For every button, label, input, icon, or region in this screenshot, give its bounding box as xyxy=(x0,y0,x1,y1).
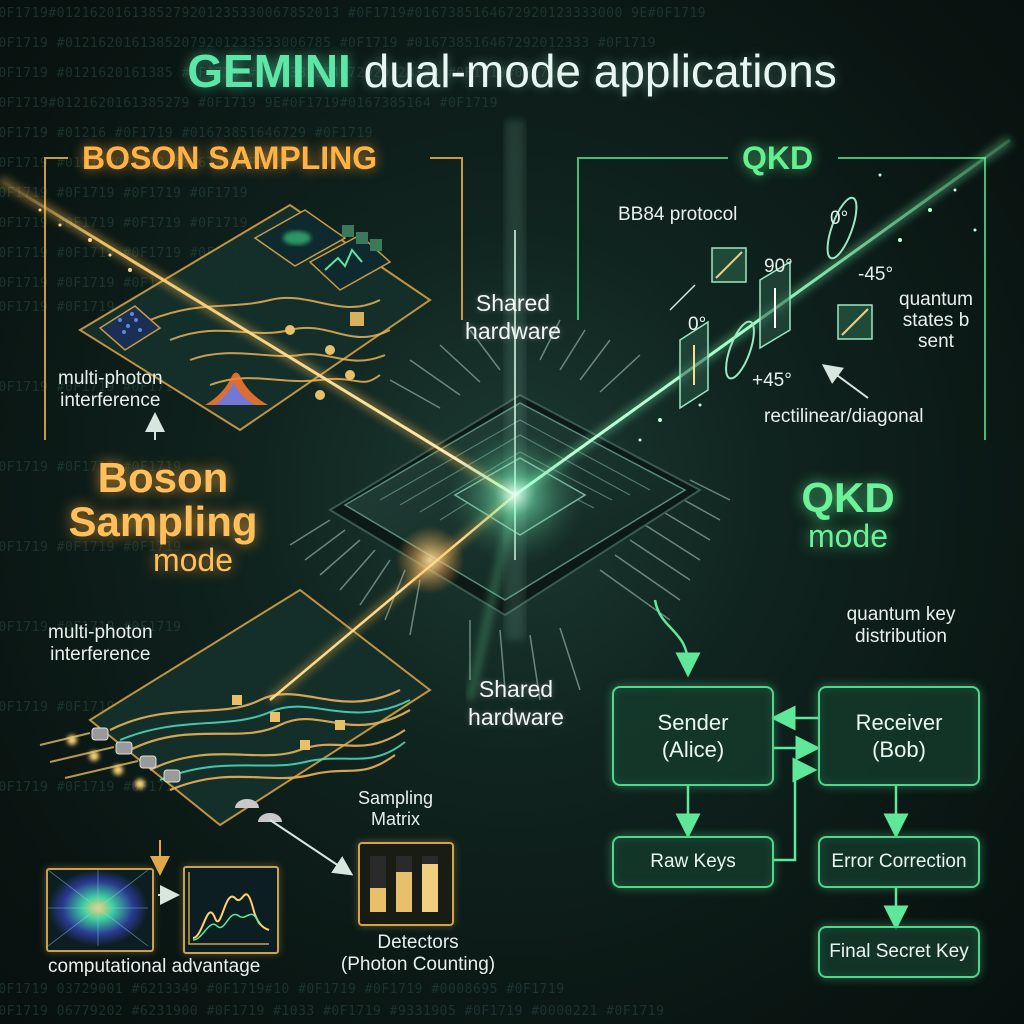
hex-row: #0F1719 #0F1719 #0F1719 xyxy=(0,460,182,475)
qkd-mode-label: QKD mode xyxy=(778,474,918,555)
hex-row: #0F1719#01216201613852792012353300678520… xyxy=(0,6,707,21)
boson-mode-label: Boson Sampling mode xyxy=(58,454,268,579)
bb84-leader-line xyxy=(669,284,696,311)
advantage-label: computational advantage xyxy=(48,956,261,977)
detector-bar-panel xyxy=(358,842,454,926)
boson-heading: BOSON SAMPLING xyxy=(82,140,378,176)
receiver-bob-box: Receiver (Bob) xyxy=(818,686,980,786)
angle-0-left: 0° xyxy=(688,314,707,335)
bb84-protocol-label: BB84 protocol xyxy=(618,204,738,225)
final-secret-key-box: Final Secret Key xyxy=(818,926,980,978)
page-title: GEMINI dual-mode applications xyxy=(0,44,1024,98)
hex-row: #0F1719 #0F1719 #0F1719 xyxy=(0,620,182,635)
title-rest: dual-mode applications xyxy=(350,45,837,97)
angle-plus-45: +45° xyxy=(752,370,792,391)
key-distribution-label: quantum key distribution xyxy=(846,604,956,647)
qkd-heading: QKD xyxy=(742,140,814,176)
center-flare xyxy=(445,425,585,565)
interference-pattern-thumbnail xyxy=(46,868,154,952)
shared-hardware-top: Shared hardware xyxy=(465,290,561,344)
qkd-mode-line2: mode xyxy=(807,518,889,555)
arrow-to-detectors xyxy=(269,819,354,876)
rectilinear-diagonal-label: rectilinear/diagonal xyxy=(764,406,924,427)
boson-mode-line2: Sampling xyxy=(68,498,258,546)
lower-photonic-board xyxy=(39,588,432,827)
probability-plot-thumbnail xyxy=(183,866,279,954)
hex-row: #0F1719#0121620161385279 #0F1719 9E#0F17… xyxy=(0,96,498,111)
boson-mode-line3: mode xyxy=(152,542,234,579)
orange-sparkles xyxy=(38,208,132,272)
boson-section-frame xyxy=(44,157,463,440)
sender-alice-box: Sender (Alice) xyxy=(612,686,774,786)
hex-row: #0F1719 #0121620161385 #0F1719 #01673851… xyxy=(0,66,565,81)
hex-row: #0F1719 #0F1719 #0F1719 xyxy=(0,540,182,555)
interference-pattern-graphic xyxy=(47,869,149,947)
polarizer-plates xyxy=(679,196,873,410)
qkd-flow-arrows xyxy=(653,599,909,931)
hex-row: #0F1719 03729001 #6213349 #0F1719#10 #0F… xyxy=(0,982,565,997)
probability-plot-graphic xyxy=(188,872,270,945)
hex-row: #0F1719 #0121 #0F1719 #01673 #0F1719 xyxy=(0,156,290,171)
raw-keys-box: Raw Keys xyxy=(612,836,774,888)
angle-90: 90° xyxy=(764,256,793,277)
qkd-mode-line1: QKD xyxy=(801,474,895,521)
interference-label-top: multi-photon interference xyxy=(58,368,163,411)
sparkle-particles xyxy=(638,173,977,442)
error-correction-box: Error Correction xyxy=(818,836,980,888)
hex-row: #0F1719 #0121620161385207920123353300678… xyxy=(0,36,657,51)
boson-mode-line1: Boson xyxy=(97,454,229,501)
title-brand: GEMINI xyxy=(187,45,351,97)
sampling-matrix-label: Sampling Matrix xyxy=(358,788,434,829)
hex-row: #0F1719 #0F1719 #0F1719 #0F1719 xyxy=(0,186,249,201)
detectors-label: Detectors (Photon Counting) xyxy=(340,932,496,975)
hex-row: #0F1719 #01216 #0F1719 #01673851646729 #… xyxy=(0,126,374,141)
detector-bars-graphic xyxy=(370,856,438,912)
hex-row: #0F1719 06779202 #6231900 #0F1719 #1033 … xyxy=(0,1004,665,1019)
quantum-states-label: quantum states b sent xyxy=(899,289,973,352)
interference-label-bottom: multi-photon interference xyxy=(48,622,153,665)
interference-peak-icon xyxy=(205,372,268,405)
angle-minus-45: -45° xyxy=(858,264,894,285)
angle-0-top: 0° xyxy=(830,208,849,229)
arrow-rectilinear xyxy=(821,364,869,399)
shared-hardware-bottom: Shared hardware xyxy=(468,676,564,730)
